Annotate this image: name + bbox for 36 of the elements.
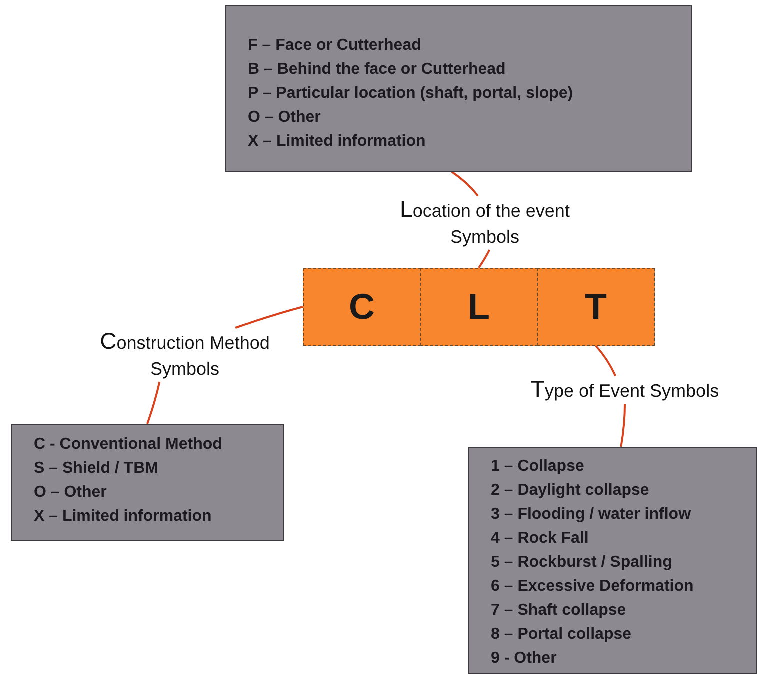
list-item: F – Face or Cutterhead bbox=[248, 36, 422, 56]
leader-line bbox=[620, 404, 626, 448]
code-cell bbox=[537, 268, 655, 346]
leader-line bbox=[235, 306, 304, 329]
code-cell bbox=[303, 268, 421, 346]
category-label: Type of Event Symbols bbox=[530, 376, 720, 404]
category-label: Location of the event Symbols bbox=[399, 196, 571, 249]
list-item: O – Other bbox=[34, 483, 108, 503]
leader-line bbox=[478, 250, 490, 269]
list-item: X – Limited information bbox=[34, 507, 213, 527]
code-cell bbox=[420, 268, 538, 346]
category-label: Construction Method Symbols bbox=[99, 328, 271, 381]
legend-box bbox=[225, 5, 692, 172]
leader-line bbox=[451, 171, 479, 197]
list-item: 2 – Daylight collapse bbox=[491, 481, 650, 501]
list-item: 8 – Portal collapse bbox=[491, 625, 633, 645]
code-letter: T bbox=[585, 286, 607, 328]
legend-box bbox=[11, 424, 284, 541]
code-letter: L bbox=[468, 286, 490, 328]
list-item: 6 – Excessive Deformation bbox=[491, 577, 695, 597]
list-item: 1 – Collapse bbox=[491, 457, 586, 477]
list-item: 9 - Other bbox=[491, 649, 558, 669]
list-item: 7 – Shaft collapse bbox=[491, 601, 628, 621]
list-item: P – Particular location (shaft, portal, slope) bbox=[248, 84, 574, 104]
code-letter: C bbox=[349, 286, 375, 328]
leader-line bbox=[595, 345, 616, 376]
legend-box bbox=[468, 447, 757, 674]
list-item: 4 – Rock Fall bbox=[491, 529, 590, 549]
list-item: C - Conventional Method bbox=[34, 435, 224, 455]
list-item: 3 – Flooding / water inflow bbox=[491, 505, 692, 525]
list-item: B – Behind the face or Cutterhead bbox=[248, 60, 507, 80]
list-item: S – Shield / TBM bbox=[34, 459, 160, 479]
list-item: X – Limited information bbox=[248, 132, 427, 152]
leader-line bbox=[146, 382, 161, 424]
list-item: O – Other bbox=[248, 108, 322, 128]
list-item: 5 – Rockburst / Spalling bbox=[491, 553, 674, 573]
